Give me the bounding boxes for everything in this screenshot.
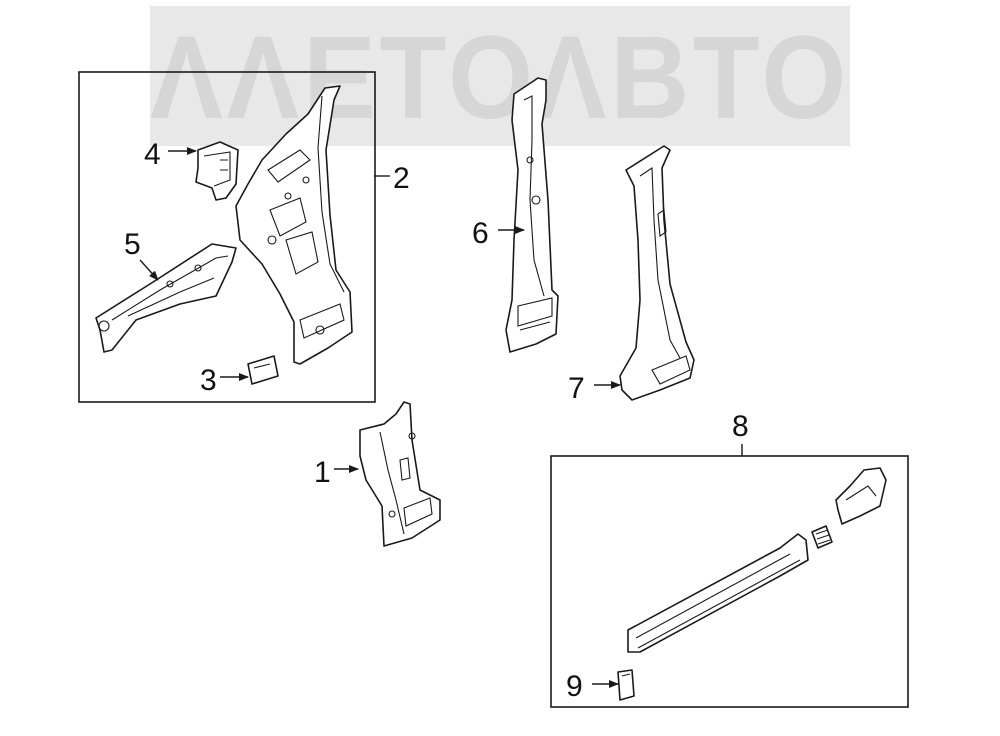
callout-9: 9 bbox=[566, 670, 583, 703]
callout-1: 1 bbox=[314, 456, 331, 489]
part-9-plug bbox=[617, 669, 635, 701]
part-4-bracket bbox=[195, 141, 239, 201]
part-6-b-pillar-inner bbox=[505, 77, 559, 353]
group-frame-2 bbox=[78, 71, 376, 403]
part-8-small-plug bbox=[811, 525, 833, 549]
part-8-rocker-panel bbox=[627, 533, 809, 653]
callout-8: 8 bbox=[732, 410, 749, 443]
part-3-plate bbox=[247, 355, 279, 385]
callout-7: 7 bbox=[568, 372, 585, 405]
callout-3: 3 bbox=[200, 364, 217, 397]
watermark-logo: ΛΛΕΤΟΛΒΤΟ bbox=[150, 6, 850, 146]
callout-2: 2 bbox=[393, 162, 410, 195]
part-2-inner-pillar-panel bbox=[235, 85, 353, 365]
part-7-b-pillar-outer bbox=[619, 145, 695, 401]
watermark-text: ΛΛΕΤΟΛΒΤΟ bbox=[150, 12, 850, 144]
part-5-reinforcement bbox=[95, 243, 237, 353]
callout-5: 5 bbox=[124, 228, 141, 261]
callout-6: 6 bbox=[472, 217, 489, 250]
group-frame-8 bbox=[550, 455, 909, 708]
part-8-end-cap bbox=[835, 467, 887, 525]
leader-5 bbox=[139, 259, 159, 281]
callout-4: 4 bbox=[144, 138, 161, 171]
part-1-lower-pillar bbox=[359, 401, 441, 547]
